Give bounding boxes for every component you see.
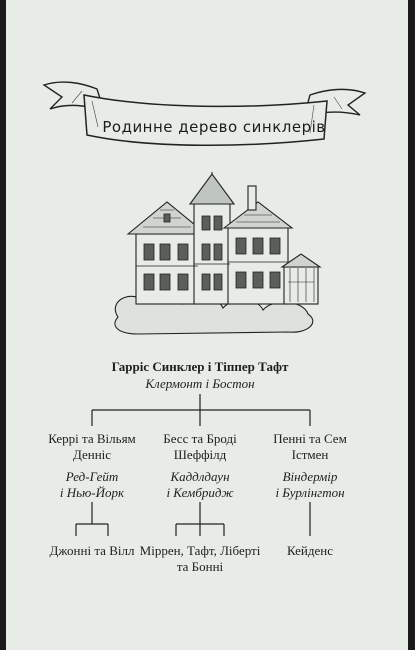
branch-3-names-line2: Істмен	[291, 447, 329, 462]
branch-3-names-line1: Пенні та Сем	[273, 431, 347, 446]
branch-1-names-line2: Денніс	[72, 447, 112, 462]
branch-3-children: Кейденс	[286, 543, 333, 558]
branch-2-place1: Каддлдаун	[170, 469, 230, 484]
root-names: Гарріс Синклер і Тіппер Тафт	[111, 359, 289, 374]
victorian-house-icon	[114, 172, 322, 335]
branch-2-children-line1: Міррен, Тафт, Ліберті	[139, 543, 261, 558]
branch-3-place2: і Бурлінгтон	[275, 485, 345, 500]
branch-3-place1: Віндермір	[282, 469, 338, 484]
branch-1-place1: Ред-Гейт	[65, 469, 119, 484]
banner-title: Родинне дерево синклерів	[102, 118, 326, 136]
root-places: Клермонт і Бостон	[145, 376, 255, 391]
branch-2-names-line2: Шеффілд	[173, 447, 227, 462]
branch-1-children: Джонні та Вілл	[49, 543, 135, 558]
branch-1-names-line1: Керрі та Вільям	[48, 431, 136, 446]
branch-2-children-line2: та Бонні	[176, 559, 224, 574]
branch-2-names-line1: Бесс та Броді	[163, 431, 237, 446]
branch-1-place2: і Нью-Йорк	[59, 485, 125, 500]
book-page: Родинне дерево синклерів	[6, 0, 408, 650]
branch-2-place2: і Кембридж	[166, 485, 234, 500]
ribbon-banner-icon	[42, 81, 367, 146]
